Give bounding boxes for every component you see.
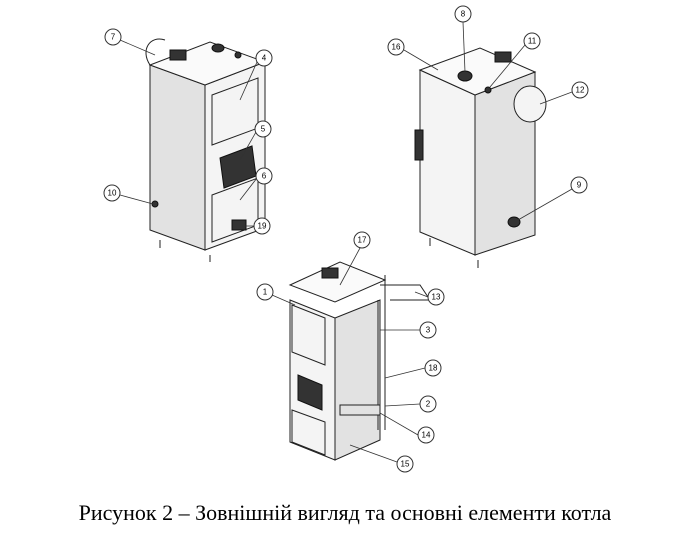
svg-text:13: 13 [432,293,441,302]
svg-text:4: 4 [262,54,267,63]
boiler-rear-view [414,47,547,268]
callout-4: 4 [239,49,273,101]
svg-text:1: 1 [263,288,268,297]
callout-6: 6 [239,167,273,201]
figure-caption: Рисунок 2 – Зовнішній вигляд та основні … [78,500,612,525]
callout-17: 17 [339,231,371,286]
callout-15: 15 [349,444,414,473]
callout-7: 7 [104,28,156,56]
svg-text:14: 14 [422,431,431,440]
svg-text:3: 3 [426,326,431,335]
svg-text:5: 5 [261,125,266,134]
svg-text:19: 19 [258,222,267,231]
svg-text:15: 15 [401,460,410,469]
svg-text:16: 16 [392,43,401,52]
svg-text:10: 10 [108,189,117,198]
callout-11: 11 [489,32,541,88]
callout-18: 18 [384,359,442,379]
boiler-diagram: 7 4 5 6 10 19 16 8 11 12 9 17 1 13 3 18 … [103,5,589,473]
svg-text:2: 2 [426,400,431,409]
svg-text:8: 8 [461,10,466,19]
callout-19: 19 [242,217,271,235]
callout-9: 9 [517,176,588,221]
callout-12: 12 [539,81,589,105]
callout-5: 5 [239,120,272,161]
svg-text:11: 11 [528,37,537,46]
callout-8: 8 [454,5,472,73]
callout-13: 13 [414,288,445,306]
svg-text:9: 9 [577,181,582,190]
boiler-exploded-view [288,261,431,461]
callout-1: 1 [256,283,296,306]
callout-16: 16 [387,38,439,71]
svg-text:18: 18 [429,364,438,373]
callout-10: 10 [103,184,154,205]
svg-text:7: 7 [111,33,116,42]
svg-text:17: 17 [358,236,367,245]
callout-3: 3 [380,321,437,339]
svg-text:12: 12 [576,86,585,95]
boiler-front-view [145,38,267,262]
callout-14: 14 [379,412,435,444]
callout-2: 2 [384,395,437,413]
svg-text:6: 6 [262,172,267,181]
